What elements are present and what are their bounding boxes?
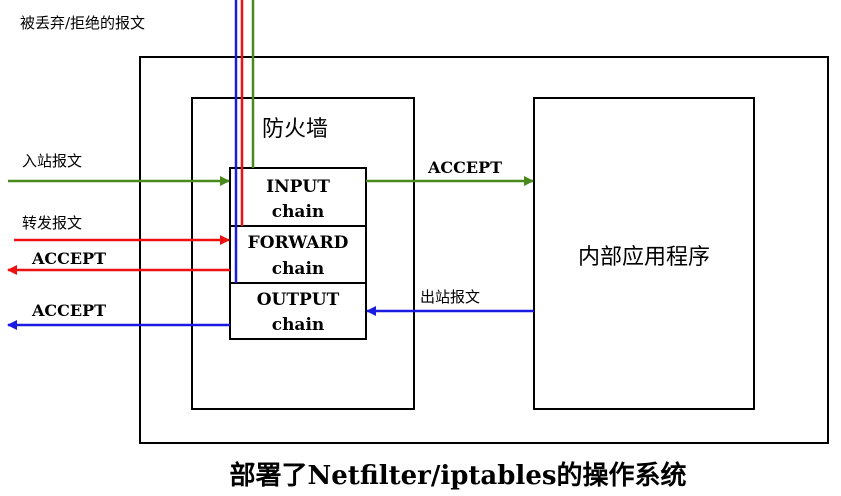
firewall-title: 防火墙 bbox=[262, 117, 328, 142]
os-box bbox=[139, 56, 829, 444]
accept-right-label: ACCEPT bbox=[427, 158, 502, 177]
accept-forward-label: ACCEPT bbox=[31, 249, 106, 268]
input-chain-box bbox=[229, 167, 367, 227]
output-chain-name: OUTPUT bbox=[257, 290, 340, 310]
accept-output-label: ACCEPT bbox=[31, 301, 106, 320]
internal-app-box bbox=[533, 97, 755, 410]
output-chain-box bbox=[229, 282, 367, 340]
forwarded-label: 转发报文 bbox=[22, 214, 82, 232]
firewall-box bbox=[191, 97, 415, 410]
internal-app-label: 内部应用程序 bbox=[578, 245, 710, 270]
output-chain-suffix: chain bbox=[272, 315, 325, 335]
input-chain-suffix: chain bbox=[272, 202, 325, 222]
outgoing-label: 出站报文 bbox=[420, 288, 480, 306]
input-chain-name: INPUT bbox=[266, 177, 330, 197]
forward-chain-suffix: chain bbox=[272, 259, 325, 279]
diagram-caption: 部署了Netfilter/iptables的操作系统 bbox=[230, 460, 687, 491]
dropped-label: 被丢弃/拒绝的报文 bbox=[20, 14, 145, 32]
forward-chain-name: FORWARD bbox=[248, 233, 349, 253]
incoming-label: 入站报文 bbox=[22, 152, 82, 170]
